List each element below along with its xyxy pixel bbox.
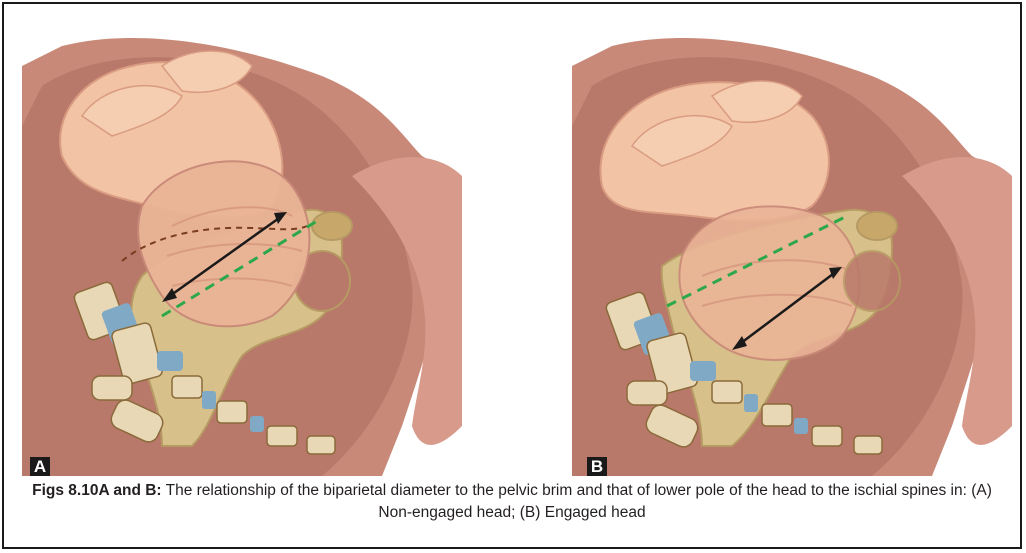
figure-caption: Figs 8.10A and B: The relationship of th… — [24, 480, 1000, 524]
pubic-symphysis — [312, 212, 352, 240]
coccyx-1 — [172, 376, 202, 398]
panel-b-illustration — [572, 6, 1012, 476]
coccyx-disc — [202, 391, 216, 409]
panel-b-label: B — [587, 457, 607, 476]
coccyx-disc-2 — [794, 418, 808, 434]
panel-a-label: A — [30, 457, 50, 476]
coccyx-2 — [217, 401, 247, 423]
coccyx-1 — [712, 381, 742, 403]
lower-bone-1 — [627, 381, 667, 405]
coccyx-3 — [267, 426, 297, 446]
pubic-symphysis — [857, 212, 897, 240]
caption-label: Figs 8.10A and B: — [32, 482, 161, 499]
spine-disc-2 — [157, 351, 183, 371]
panel-a-illustration — [22, 6, 462, 476]
obturator-foramen — [844, 251, 900, 311]
coccyx-disc-2 — [250, 416, 264, 432]
coccyx-disc — [744, 394, 758, 412]
caption-text: The relationship of the biparietal diame… — [162, 482, 992, 521]
coccyx-3 — [812, 426, 842, 446]
panel-a-svg — [22, 6, 462, 476]
lower-bone-1 — [92, 376, 132, 400]
coccyx-4 — [854, 436, 882, 454]
spine-disc-2 — [690, 361, 716, 381]
coccyx-2 — [762, 404, 792, 426]
coccyx-4 — [307, 436, 335, 454]
panel-b-svg — [572, 6, 1012, 476]
